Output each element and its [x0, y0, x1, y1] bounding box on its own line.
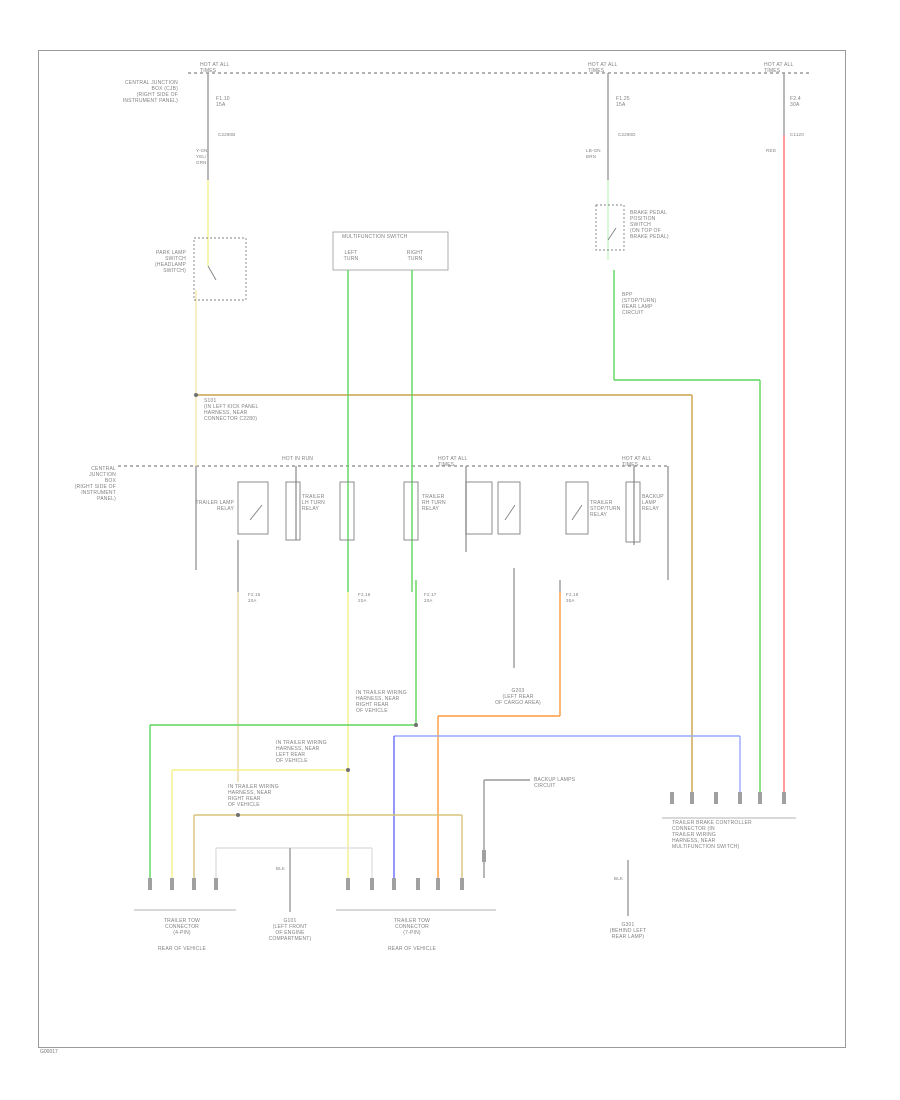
- label-backup-lamps: BACKUP LAMPS CIRCUIT: [534, 777, 576, 789]
- multifunction-switch-box: [332, 231, 449, 271]
- label-hot-mid-l: HOT AT ALL TIMES: [438, 456, 468, 468]
- label-wire-rd: RED: [766, 148, 777, 153]
- label-harness-a: IN TRAILER WIRING HARNESS, NEAR RIGHT RE…: [356, 690, 407, 714]
- label-park-lamp-switch: PARK LAMP SWITCH (HEADLAMP SWITCH): [155, 250, 186, 274]
- label-g101: G101 (LEFT FRONT OF ENGINE COMPARTMENT): [268, 918, 312, 942]
- label-hot-mid-r: HOT AT ALL TIMES: [622, 456, 652, 468]
- label-c-left: C2280B: [218, 132, 236, 137]
- pin-4pin-4: [214, 878, 218, 890]
- pin-brake-3: [714, 792, 718, 804]
- label-hot-3: HOT AT ALL TIMES: [764, 62, 794, 74]
- relay-coil-a: [285, 481, 301, 541]
- pin-7pin-5: [436, 878, 440, 890]
- label-fuse-right: F2.4 30A: [790, 96, 801, 108]
- label-splice-s101: S101 (IN LEFT KICK PANEL HARNESS, NEAR C…: [204, 398, 259, 422]
- pin-brake-6: [782, 792, 786, 804]
- label-wire-ygr: Y-GN YEL/ GRN: [196, 148, 208, 165]
- label-trailer-lh-relay: TRAILER LH TURN RELAY: [302, 494, 325, 512]
- relay-a-switch: [249, 504, 263, 521]
- label-rear-of-vehicle-l: REAR OF VEHICLE: [157, 946, 206, 952]
- pin-brake-1: [670, 792, 674, 804]
- label-brake-controller: TRAILER BRAKE CONTROLLER CONNECTOR (IN T…: [672, 820, 752, 850]
- label-harness-c: IN TRAILER WIRING HARNESS, NEAR RIGHT RE…: [228, 784, 279, 808]
- relay-contact-a: [237, 481, 269, 535]
- label-wire-gnwh: LB-GN BRN: [586, 148, 601, 159]
- pin-7pin-3: [392, 878, 396, 890]
- relay-coil-e: [625, 481, 641, 543]
- pin-brake-4: [738, 792, 742, 804]
- label-trailer-brake-relay: TRAILER STOP/TURN RELAY: [590, 500, 621, 518]
- label-trailer-lamp-relay: TRAILER LAMP RELAY: [195, 500, 234, 512]
- relay-d-switch: [504, 504, 516, 521]
- label-hot-2: HOT AT ALL TIMES: [588, 62, 618, 74]
- brake-pedal-switch-contact: [607, 227, 617, 241]
- pin-7pin-2: [370, 878, 374, 890]
- label-central-junction-top: CENTRAL JUNCTION BOX (CJB) (RIGHT SIDE O…: [122, 80, 178, 104]
- pin-7pin-7: [482, 850, 486, 862]
- label-fuse-r4: F2.18 30A: [566, 592, 579, 603]
- relay-contact-d: [497, 481, 521, 535]
- label-bpp-circuit: BPP (STOP/TURN) REAR LAMP CIRCUIT: [622, 292, 657, 316]
- relay-coil-b: [339, 481, 355, 541]
- relay-coil-c: [403, 481, 419, 541]
- label-harness-b: IN TRAILER WIRING HARNESS, NEAR LEFT REA…: [276, 740, 327, 764]
- label-backup-lamp-relay: BACKUP LAMP RELAY: [642, 494, 664, 512]
- label-fuse-mid: F1.25 15A: [616, 96, 630, 108]
- splice-dot-s101: [194, 393, 198, 397]
- pin-4pin-3: [192, 878, 196, 890]
- label-ground-l: BLK: [276, 866, 286, 871]
- relay-e-switch: [571, 504, 583, 521]
- pin-7pin-6: [460, 878, 464, 890]
- pin-brake-5: [758, 792, 762, 804]
- splice-dot-tan: [236, 813, 240, 817]
- relay-coil-d: [465, 481, 493, 535]
- label-4pin-connector: TRAILER TOW CONNECTOR (4-PIN): [163, 918, 201, 936]
- park-lamp-switch-box: [193, 237, 247, 301]
- diagram-code: G00017: [40, 1049, 58, 1055]
- label-hot-1: HOT AT ALL TIMES: [200, 62, 230, 74]
- pin-brake-2: [690, 792, 694, 804]
- label-trailer-rh-relay: TRAILER RH TURN RELAY: [422, 494, 446, 512]
- label-fuse-r3: F2.17 20A: [424, 592, 437, 603]
- splice-dot-green: [414, 723, 418, 727]
- label-c-mid: C2280D: [618, 132, 636, 137]
- label-hot-in-run: HOT IN RUN: [282, 456, 314, 462]
- brake-pedal-switch-box: [595, 204, 625, 251]
- label-7pin-connector: TRAILER TOW CONNECTOR (7-PIN): [393, 918, 431, 936]
- pin-7pin-4: [416, 878, 420, 890]
- label-left-turn: LEFT TURN: [343, 250, 359, 262]
- pin-4pin-2: [170, 878, 174, 890]
- label-right-turn: RIGHT TURN: [406, 250, 424, 262]
- label-rear-of-vehicle-r: REAR OF VEHICLE: [387, 946, 436, 952]
- label-central-junction-mid: CENTRAL JUNCTION BOX (RIGHT SIDE OF INST…: [74, 466, 116, 502]
- splice-dot-yellow: [346, 768, 350, 772]
- park-lamp-switch-contact: [207, 265, 217, 281]
- pin-7pin-1: [346, 878, 350, 890]
- label-ground-r: BLK: [614, 876, 624, 881]
- pin-4pin-1: [148, 878, 152, 890]
- label-fuse-r1: F2.15 20A: [248, 592, 261, 603]
- label-fuse-left: F1.10 15A: [216, 96, 230, 108]
- label-g203: G203 (LEFT REAR OF CARGO AREA): [495, 688, 541, 706]
- label-brake-pedal-switch: BRAKE PEDAL POSITION SWITCH (ON TOP OF B…: [630, 210, 669, 240]
- label-c-right: C1120: [790, 132, 804, 137]
- label-g301: G301 (BEHIND LEFT REAR LAMP): [609, 922, 647, 940]
- label-fuse-r2: F2.16 20A: [358, 592, 371, 603]
- relay-contact-e: [565, 481, 589, 535]
- label-multifunction-switch: MULTIFUNCTION SWITCH: [342, 234, 408, 240]
- diagram-frame: [38, 50, 846, 1048]
